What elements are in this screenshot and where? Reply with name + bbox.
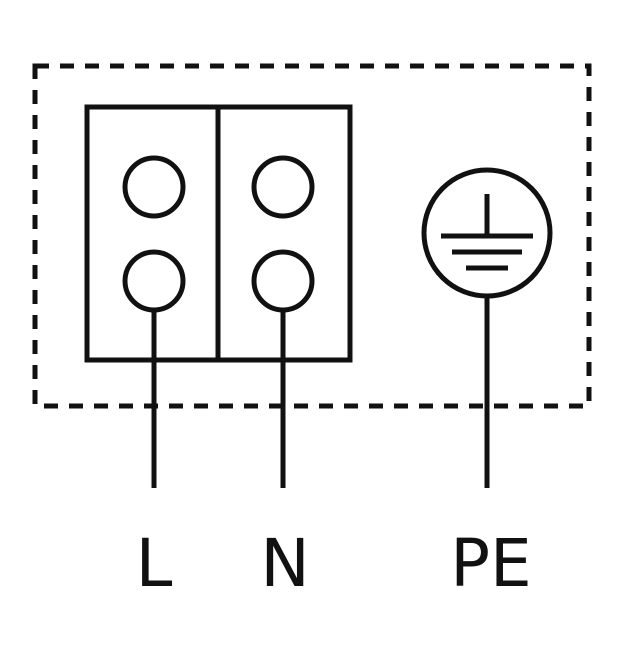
label-n: N <box>260 525 309 602</box>
terminal-l-lower-screw-icon <box>122 249 186 313</box>
terminal-n-upper-screw-icon <box>251 155 315 219</box>
terminal-block <box>84 104 353 363</box>
terminal-n-lower-screw-icon <box>251 249 315 313</box>
label-l: L <box>136 525 173 602</box>
terminal-l-upper-screw-icon <box>122 155 186 219</box>
protective-earth-icon <box>421 167 553 299</box>
device-enclosure-dashed <box>32 63 592 409</box>
label-pe: PE <box>450 525 532 602</box>
